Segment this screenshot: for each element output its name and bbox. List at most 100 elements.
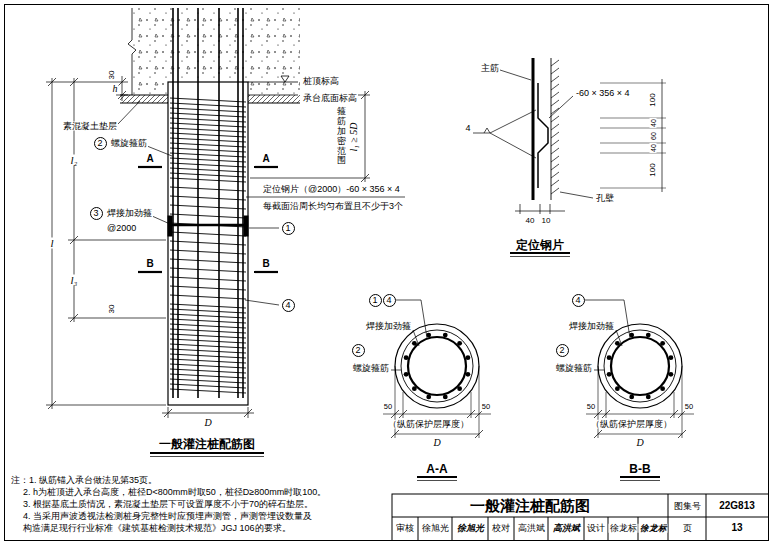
dimension-lines bbox=[68, 318, 166, 319]
sheet-frame bbox=[452, 517, 453, 541]
section-a-a bbox=[408, 337, 466, 395]
spiral-hoop bbox=[170, 196, 246, 200]
elevation-lines bbox=[248, 82, 298, 83]
note: 2. h为桩顶进入承台高度，桩径D<800mm时取50，桩径D≥800mm时取1… bbox=[22, 488, 327, 497]
dimension-lines bbox=[46, 76, 370, 418]
plate-detail bbox=[538, 83, 548, 188]
section-bars bbox=[646, 395, 651, 400]
sheet-title: 一般灌注桩配筋图 bbox=[469, 498, 591, 513]
spiral-hoop bbox=[170, 118, 246, 122]
section-bars bbox=[466, 372, 471, 377]
dimension: l₃ bbox=[70, 275, 79, 286]
callout-text: 2 bbox=[97, 139, 102, 148]
spiral-hoop bbox=[170, 268, 246, 272]
drawing-title: 一般灌注桩配筋图 bbox=[158, 438, 256, 450]
section-bars bbox=[443, 333, 448, 338]
callout-number: 1 bbox=[369, 294, 382, 307]
spiral-hoop bbox=[170, 178, 246, 182]
part-label: 螺旋箍筋 bbox=[352, 364, 390, 373]
elevation-lines bbox=[281, 76, 289, 82]
weld-hoop-and-plates bbox=[170, 224, 246, 227]
callout-text: 1 bbox=[372, 296, 377, 305]
elevation-lines bbox=[248, 76, 298, 95]
section-bars bbox=[404, 355, 409, 360]
dimension: 100 bbox=[649, 92, 657, 107]
sheet-frame bbox=[548, 517, 549, 541]
part-label: 焊接加劲箍 bbox=[365, 322, 412, 331]
section-bars bbox=[615, 386, 620, 391]
section-b-b bbox=[598, 324, 682, 408]
sheet-frame bbox=[584, 517, 585, 541]
section-a-a bbox=[401, 330, 473, 402]
sheet-frame bbox=[706, 494, 707, 541]
dimension: 50 bbox=[481, 403, 491, 411]
sheet-frame bbox=[5, 5, 769, 541]
dimension: 10 bbox=[541, 217, 552, 225]
title-underlines bbox=[510, 256, 570, 257]
spiral-hoop bbox=[170, 354, 246, 358]
plate-detail bbox=[549, 96, 573, 118]
title-underlines bbox=[510, 252, 570, 254]
elevation-label: 桩顶标高 bbox=[302, 77, 340, 86]
section-b-b bbox=[598, 434, 682, 435]
weld-hoop-and-plates bbox=[168, 216, 172, 236]
part-label: 螺旋箍筋 bbox=[110, 139, 148, 148]
pile-cap bbox=[248, 95, 300, 103]
callout-number: 1 bbox=[282, 222, 295, 235]
drawing-title: A-A bbox=[425, 463, 448, 475]
cell-text: 22G813 bbox=[718, 501, 756, 511]
spiral-hoop bbox=[170, 309, 246, 313]
dimension: 60 bbox=[650, 131, 657, 141]
sheet-frame bbox=[392, 517, 769, 518]
note: 3. 根据基底土质情况，素混凝土垫层下可设置厚度不小于70的碎石垫层。 bbox=[22, 500, 314, 509]
leader-lines bbox=[118, 101, 405, 305]
section-a-a bbox=[395, 434, 479, 435]
section-bars bbox=[404, 372, 409, 377]
dimension-symbol: D bbox=[203, 418, 212, 428]
spiral-hoop bbox=[170, 214, 246, 218]
plate-detail bbox=[500, 70, 531, 80]
weld-size: 4 bbox=[464, 124, 471, 133]
dimension: 30 bbox=[108, 70, 116, 81]
spiral-hoop bbox=[170, 133, 246, 137]
spiral-hoop bbox=[170, 138, 246, 142]
cover-note: （纵筋保护层厚度） bbox=[387, 420, 470, 429]
dimension: 100 bbox=[649, 162, 657, 177]
spiral-hoop bbox=[170, 359, 246, 363]
dimension: l₂ bbox=[70, 155, 79, 166]
dimension: 30 bbox=[108, 304, 116, 315]
dimension: 40 bbox=[650, 118, 657, 128]
cell-text: 页 bbox=[682, 524, 693, 533]
dimension-lines bbox=[361, 91, 369, 182]
section-bars bbox=[629, 395, 634, 400]
spiral-hoop bbox=[170, 98, 246, 393]
sheet-frame bbox=[514, 517, 515, 541]
spiral-hoop bbox=[170, 103, 246, 107]
dimension-lines bbox=[164, 409, 252, 417]
dimension-lines bbox=[250, 178, 370, 179]
spiral-hoop bbox=[170, 158, 246, 162]
spiral-hoop bbox=[170, 123, 246, 127]
longitudinal-bars bbox=[237, 8, 239, 398]
callout-text: 4 bbox=[386, 296, 391, 305]
section-bars bbox=[443, 395, 448, 400]
part-label: 素混凝土垫层 bbox=[62, 122, 118, 131]
pile-cap bbox=[120, 103, 168, 104]
spiral-hoop bbox=[170, 319, 246, 323]
spiral-hoop bbox=[170, 108, 246, 112]
section-bars bbox=[457, 386, 462, 391]
dimension: l bbox=[49, 238, 54, 249]
dimension: 40 bbox=[650, 143, 657, 153]
leader-lines bbox=[249, 228, 279, 229]
spiral-hoop bbox=[170, 384, 246, 388]
callout-text: 4 bbox=[575, 296, 580, 305]
spiral-hoop bbox=[170, 339, 246, 343]
callout-number: 4 bbox=[282, 299, 295, 312]
spiral-hoop bbox=[170, 143, 246, 147]
cell-text: 高洪斌 bbox=[517, 524, 546, 533]
spiral-hoop bbox=[170, 250, 246, 254]
section-a-a bbox=[391, 370, 401, 371]
plate-detail bbox=[473, 58, 666, 214]
leader-lines bbox=[118, 101, 140, 124]
section-bars bbox=[426, 395, 431, 400]
